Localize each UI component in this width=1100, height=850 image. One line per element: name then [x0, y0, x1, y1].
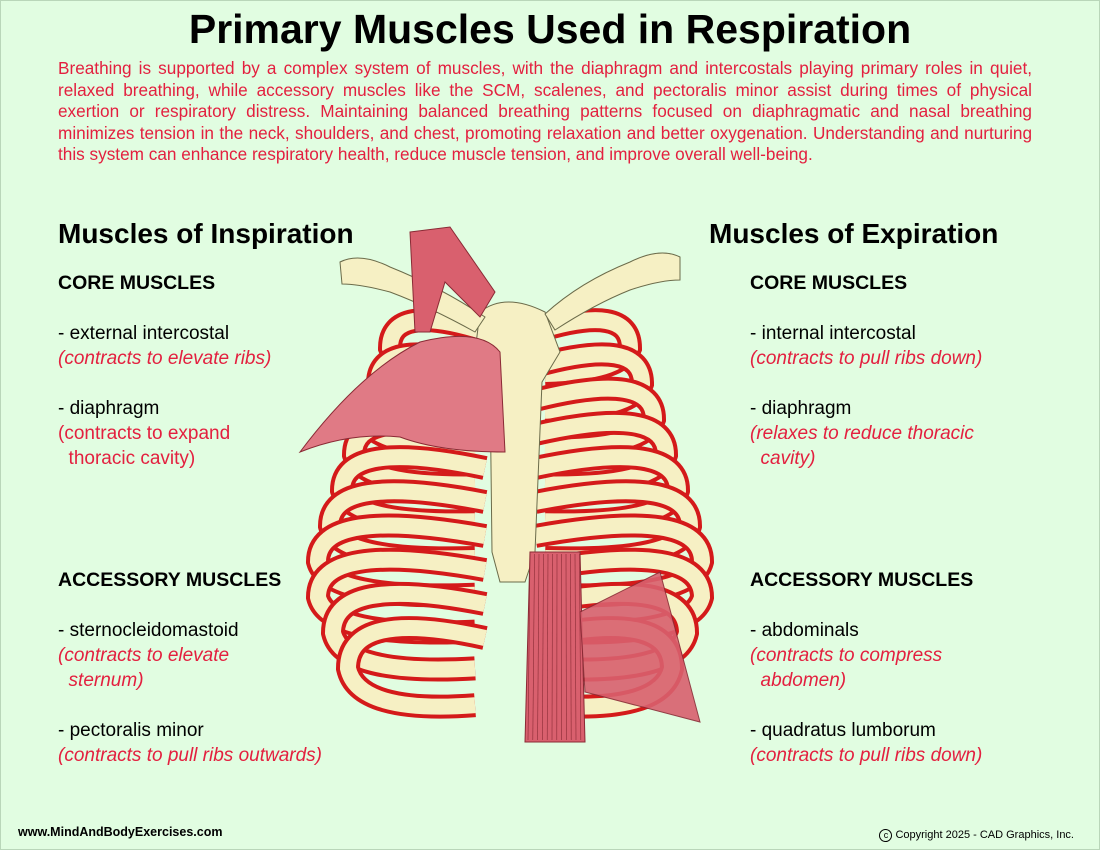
inspiration-column: Muscles of Inspiration CORE MUSCLES - ex… [58, 216, 388, 471]
muscle-name: - sternocleidomastoid [58, 620, 239, 641]
copyright-text: Copyright 2025 - CAD Graphics, Inc. [895, 829, 1074, 841]
copyright-icon: c [879, 829, 893, 842]
expiration-heading: Muscles of Expiration [709, 218, 999, 249]
oblique-muscle [579, 571, 701, 723]
muscle-name: - pectoralis minor [58, 720, 204, 741]
muscle-fiber [570, 553, 572, 741]
expiration-accessory-label: ACCESSORY MUSCLES [750, 569, 974, 591]
sternocleidomastoid [409, 226, 496, 333]
muscle-name: - quadratus lumborum [750, 720, 936, 741]
muscle-fiber [579, 553, 582, 741]
muscle-note: (contracts to compress abdomen) [750, 645, 943, 691]
muscle-fibers [527, 553, 582, 741]
muscle-fiber [532, 553, 535, 741]
muscle-fiber [537, 553, 540, 741]
muscle-note: (contracts to pull ribs down) [750, 745, 983, 766]
pectoralis-minor [298, 335, 506, 454]
muscle-note: (contracts to expand thoracic cavity) [58, 423, 231, 469]
muscle-fiber [551, 553, 553, 741]
rib [339, 620, 487, 715]
expiration-core-label: CORE MUSCLES [750, 272, 908, 294]
muscle-note: (contracts to elevate sternum) [58, 645, 230, 691]
intro-paragraph: Breathing is supported by a complex syst… [58, 58, 1032, 164]
inspiration-accessory-label: ACCESSORY MUSCLES [58, 569, 282, 591]
muscle-note: (contracts to elevate ribs) [58, 348, 272, 369]
rib [324, 585, 487, 678]
clavicle-left [339, 257, 486, 333]
expiration-accessory: ACCESSORY MUSCLES - abdominals (contract… [750, 568, 1070, 768]
page-title: Primary Muscles Used in Respiration [188, 6, 912, 52]
inspiration-core-label: CORE MUSCLES [58, 272, 216, 294]
muscle-note: (relaxes to reduce thoracic cavity) [750, 423, 974, 469]
expiration-column: Muscles of Expiration CORE MUSCLES - int… [709, 216, 1070, 471]
muscle-name: - diaphragm [750, 398, 852, 419]
muscle-name: - diaphragm [58, 398, 160, 419]
muscle-fiber [546, 553, 549, 741]
ribcage-illustration [298, 226, 715, 743]
muscle-fiber [542, 553, 544, 741]
clavicle-right [544, 252, 681, 331]
muscle-name: - external intercostal [58, 323, 230, 344]
muscle-name: - internal intercostal [750, 323, 916, 344]
website-link[interactable]: www.MindAndBodyExercises.com [18, 825, 223, 839]
muscle-fiber [527, 553, 531, 741]
inspiration-heading: Muscles of Inspiration [58, 218, 354, 249]
muscle-name: - abdominals [750, 620, 859, 641]
muscle-note: (contracts to pull ribs outwards) [58, 745, 322, 766]
abdominals [524, 551, 586, 743]
inspiration-accessory: ACCESSORY MUSCLES - sternocleidomastoid … [58, 568, 388, 768]
muscle-fiber [574, 553, 577, 741]
muscle-note: (contracts to pull ribs down) [750, 348, 983, 369]
